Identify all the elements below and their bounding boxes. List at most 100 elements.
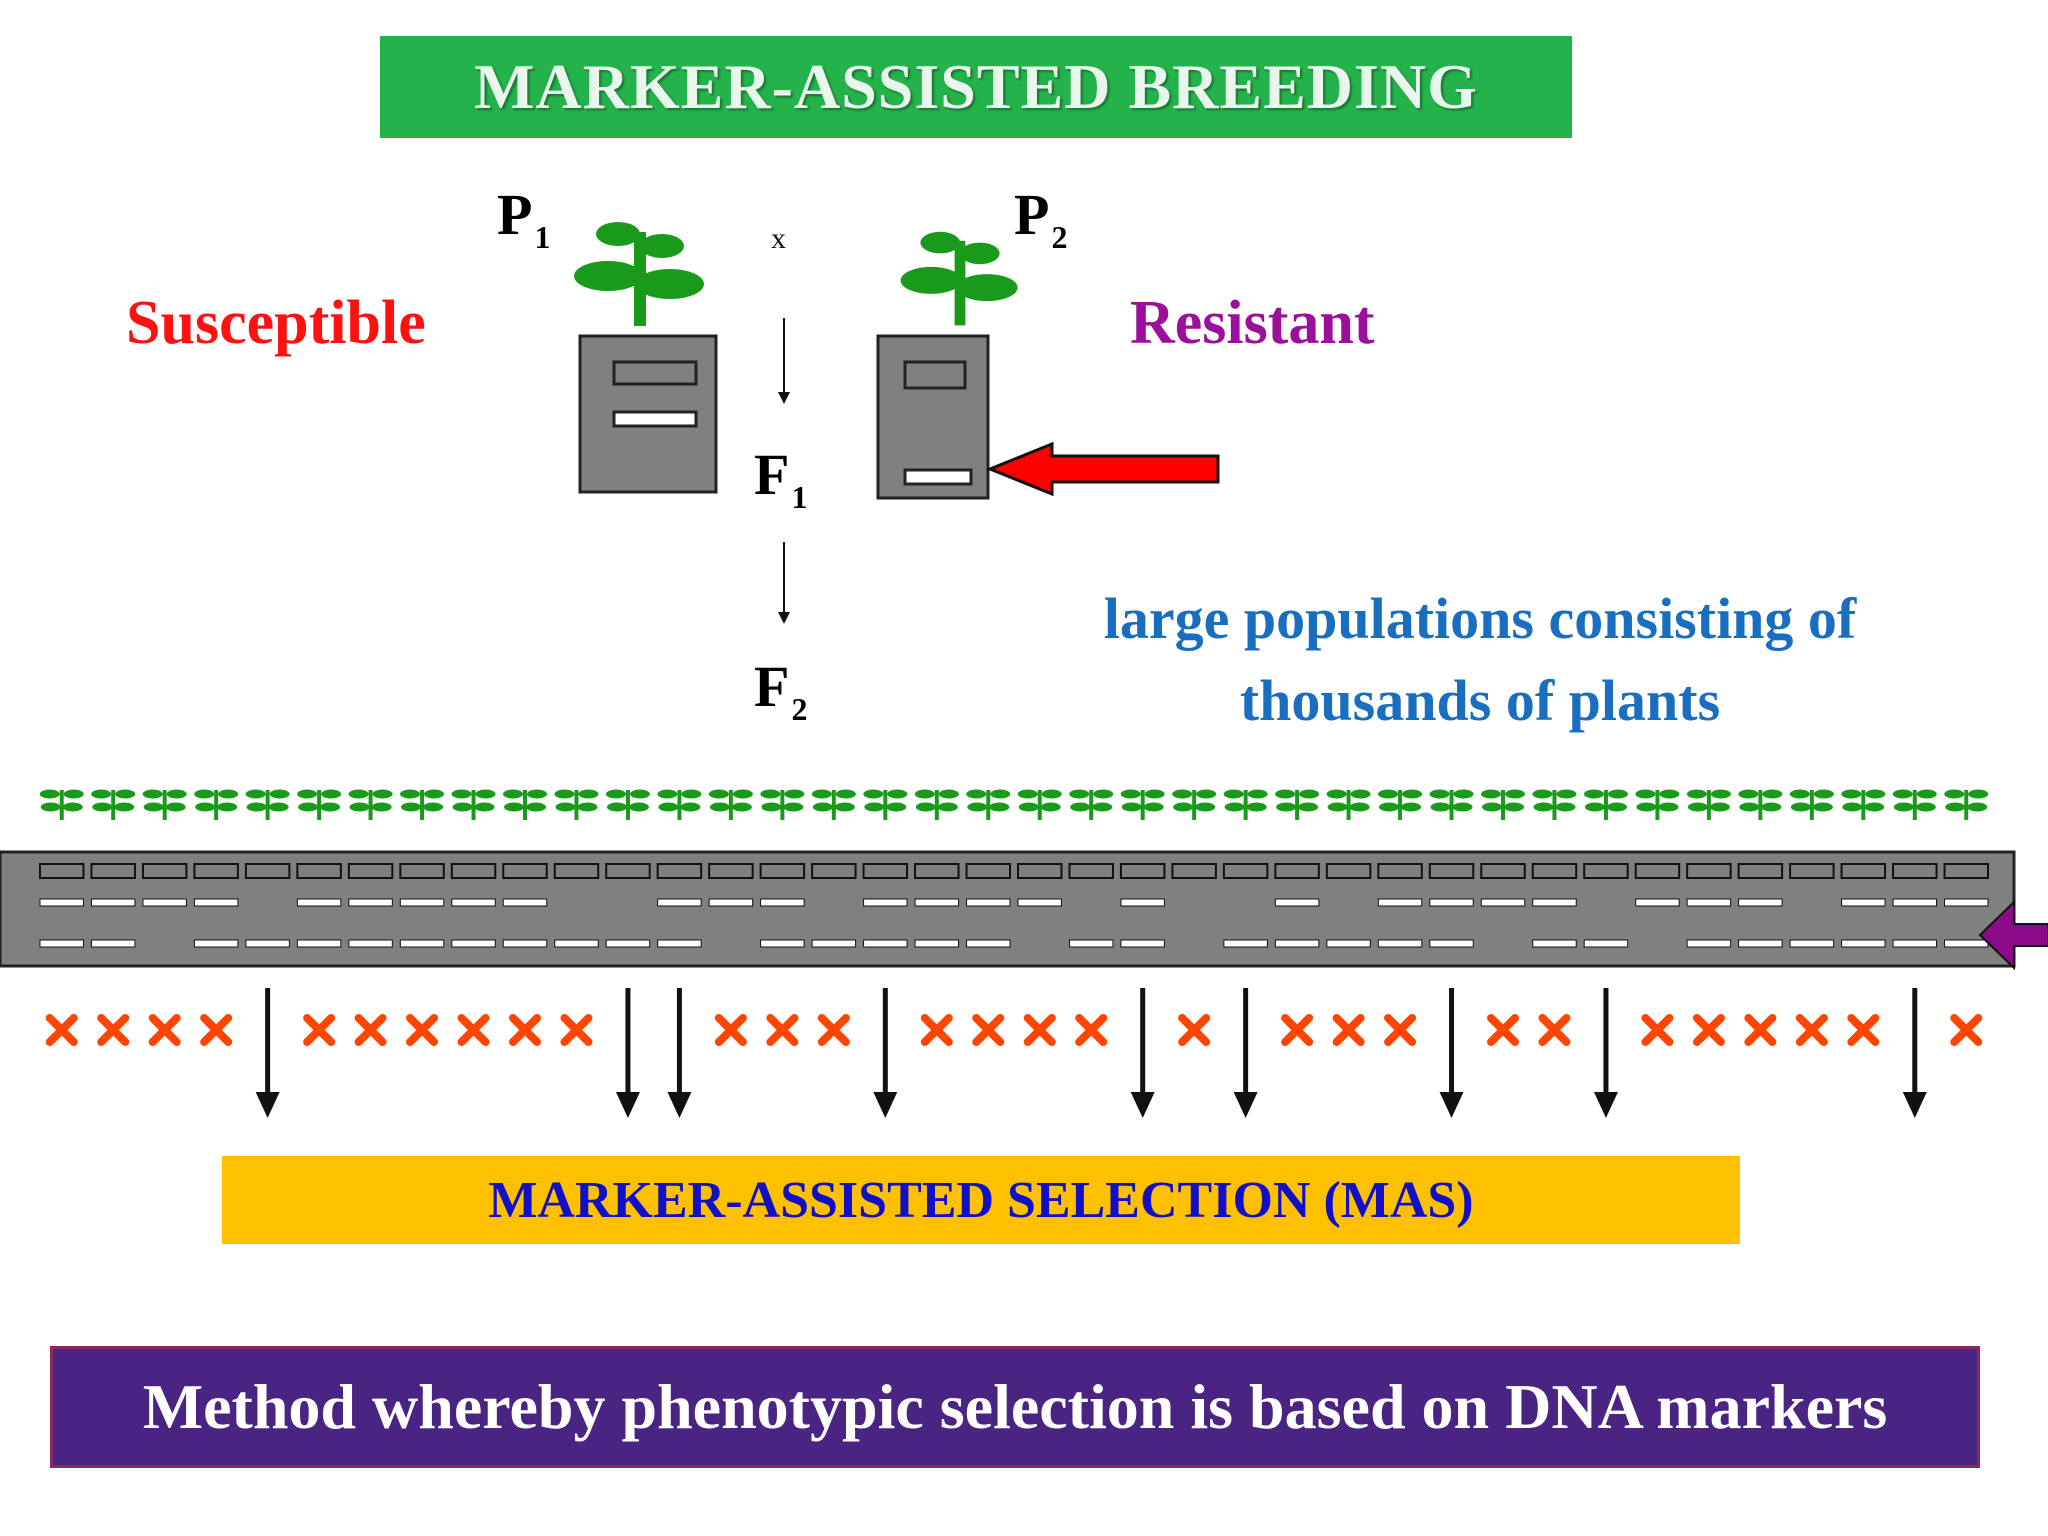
down-arrow-icon (778, 318, 790, 404)
marker-band (1068, 939, 1114, 948)
parent1-plant-icon (574, 222, 704, 326)
seedling-plant-icon (451, 789, 496, 820)
gel-well (914, 863, 960, 879)
rejected-cross-icon (50, 1018, 74, 1042)
gel-well (1017, 863, 1063, 879)
marker-band (1223, 939, 1268, 948)
rejected-cross-icon (1542, 1018, 1566, 1042)
rejected-cross-icon (1337, 1018, 1361, 1042)
marker-band (502, 898, 548, 907)
seedling-plant-icon (1275, 789, 1320, 820)
gel-well (39, 863, 85, 879)
marker-band (90, 898, 136, 907)
marker-band (966, 939, 1011, 948)
gel-well (1480, 863, 1526, 879)
gel-well (296, 863, 342, 879)
f2-population-plants (39, 789, 1989, 820)
seedling-plant-icon (1686, 789, 1731, 820)
gel-well (1171, 863, 1217, 879)
gel-well (1943, 863, 1990, 879)
marker-band (657, 939, 702, 948)
rejected-cross-icon (925, 1018, 949, 1042)
marker-band (1532, 898, 1577, 907)
seedling-plant-icon (914, 789, 959, 820)
marker-band (348, 898, 393, 907)
seedling-plant-icon (1378, 789, 1423, 820)
marker-band (245, 939, 290, 948)
rejected-cross-icon (564, 1018, 588, 1042)
marker-band (1274, 898, 1320, 907)
marker-band (39, 939, 84, 948)
title-banner: MARKER-ASSISTED BREEDING (380, 36, 1572, 138)
gel-well (347, 863, 394, 879)
marker-band (1480, 898, 1526, 907)
selected-down-arrow-icon (615, 988, 640, 1118)
seedling-plant-icon (760, 789, 805, 820)
gel-well (1840, 863, 1887, 879)
gel-well (1892, 863, 1938, 879)
marker-band (554, 939, 599, 948)
gel-well (1737, 863, 1784, 879)
marker-band (1377, 898, 1423, 907)
selected-down-arrow-icon (1593, 988, 1618, 1118)
gel-well (862, 863, 909, 879)
rejected-cross-icon (1028, 1018, 1052, 1042)
parent1-label: P1 (497, 182, 551, 255)
gel-well (1583, 863, 1629, 879)
seedling-plant-icon (708, 789, 753, 820)
gel-well (759, 863, 806, 879)
population-line-2: thousands of plants (1239, 668, 1721, 733)
seedling-plant-icon (39, 789, 84, 820)
marker-band (193, 898, 239, 907)
seedling-plant-icon (1120, 789, 1165, 820)
marker-band (1738, 939, 1783, 948)
marker-band (39, 898, 84, 907)
definition-text: Method whereby phenotypic selection is b… (142, 1371, 1888, 1442)
gel-well (605, 863, 651, 879)
rejected-cross-icon (1645, 1018, 1669, 1042)
marker-band (708, 898, 754, 907)
gel-well (193, 863, 239, 879)
rejected-cross-icon (410, 1018, 434, 1042)
marker-band (1429, 898, 1474, 907)
marker-band (399, 939, 445, 948)
seedling-plant-icon (245, 789, 290, 820)
rejected-cross-icon (1748, 1018, 1772, 1042)
marker-band (914, 898, 960, 907)
marker-band (399, 898, 445, 907)
marker-band (863, 898, 908, 907)
gel-well (399, 863, 445, 879)
gel-well (141, 863, 188, 879)
selected-down-arrow-icon (1439, 988, 1464, 1118)
mas-label: MARKER-ASSISTED SELECTION (MAS) (488, 1171, 1474, 1229)
selected-down-arrow-icon (667, 988, 692, 1118)
selected-down-arrow-icon (1902, 988, 1927, 1118)
marker-band (811, 939, 857, 948)
gel-well (965, 863, 1011, 879)
marker-band (1738, 898, 1783, 907)
seedling-plant-icon (554, 789, 599, 820)
gel-well (811, 863, 857, 879)
rejected-cross-icon (1800, 1018, 1824, 1042)
marker-band (1017, 898, 1062, 907)
parent1-gel-icon (578, 334, 718, 494)
seedling-plant-icon (605, 789, 650, 820)
marker-band (1892, 898, 1938, 907)
seedling-plant-icon (1017, 789, 1062, 820)
seedling-plant-icon (1532, 789, 1577, 820)
seedling-plant-icon (194, 789, 239, 820)
rejected-cross-icon (359, 1018, 383, 1042)
rejected-cross-icon (462, 1018, 486, 1042)
gel-well (1377, 863, 1423, 879)
rejected-cross-icon (976, 1018, 1000, 1042)
seedling-plant-icon (1738, 789, 1783, 820)
rejected-cross-icon (1388, 1018, 1412, 1042)
seedling-plant-icon (1069, 789, 1114, 820)
marker-band (1892, 939, 1938, 948)
marker-band (1686, 939, 1732, 948)
gel-well (1325, 863, 1372, 879)
marker-band (1944, 939, 1989, 948)
selected-down-arrow-icon (873, 988, 898, 1118)
seedling-plant-icon (863, 789, 908, 820)
marker-band (193, 939, 239, 948)
